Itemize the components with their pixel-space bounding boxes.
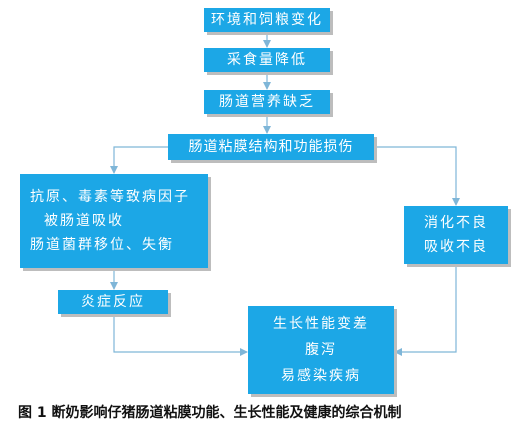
node-feed-intake-drop-label: 采食量降低 — [227, 52, 307, 68]
arrow-mucosa-to-antigen — [110, 146, 168, 174]
node-digestion-absorption: 消化不良 吸收不良 — [404, 206, 508, 264]
node-intestinal-nutrient-deficit-label: 肠道营养缺乏 — [219, 94, 315, 110]
figure-caption: 图 1 断奶影响仔猪肠道粘膜功能、生长性能及健康的综合机制 — [18, 405, 402, 421]
node-outcome-line-2: 腹泻 — [305, 342, 337, 358]
arrow-digestion-to-outcome — [394, 266, 457, 356]
node-mucosa-damage: 肠道粘膜结构和功能损伤 — [168, 134, 374, 160]
node-env-feed-change-label: 环境和饲粮变化 — [211, 12, 323, 28]
node-antigen-line-3: 肠道菌群移位、失衡 — [30, 237, 174, 253]
node-digestion-line-1: 消化不良 — [424, 215, 488, 231]
node-feed-intake-drop: 采食量降低 — [204, 48, 330, 72]
node-inflammation: 炎症反应 — [58, 290, 168, 314]
node-outcome-line-3: 易感染疾病 — [281, 368, 361, 384]
node-inflammation-label: 炎症反应 — [81, 294, 145, 310]
node-antigen-line-2: 被肠道吸收 — [44, 213, 124, 229]
node-antigen-absorption: 抗原、毒素等致病因子 被肠道吸收 肠道菌群移位、失衡 — [20, 174, 208, 268]
node-intestinal-nutrient-deficit: 肠道营养缺乏 — [204, 90, 330, 114]
node-mucosa-damage-label: 肠道粘膜结构和功能损伤 — [188, 139, 354, 155]
arrow-inflammation-to-outcome — [113, 316, 248, 356]
node-digestion-line-2: 吸收不良 — [424, 239, 488, 255]
node-outcomes: 生长性能变差 腹泻 易感染疾病 — [248, 306, 394, 394]
node-env-feed-change: 环境和饲粮变化 — [204, 8, 330, 32]
node-antigen-line-1: 抗原、毒素等致病因子 — [30, 189, 190, 205]
node-outcome-line-1: 生长性能变差 — [273, 316, 369, 332]
arrow-mucosa-to-digestion — [374, 146, 460, 206]
